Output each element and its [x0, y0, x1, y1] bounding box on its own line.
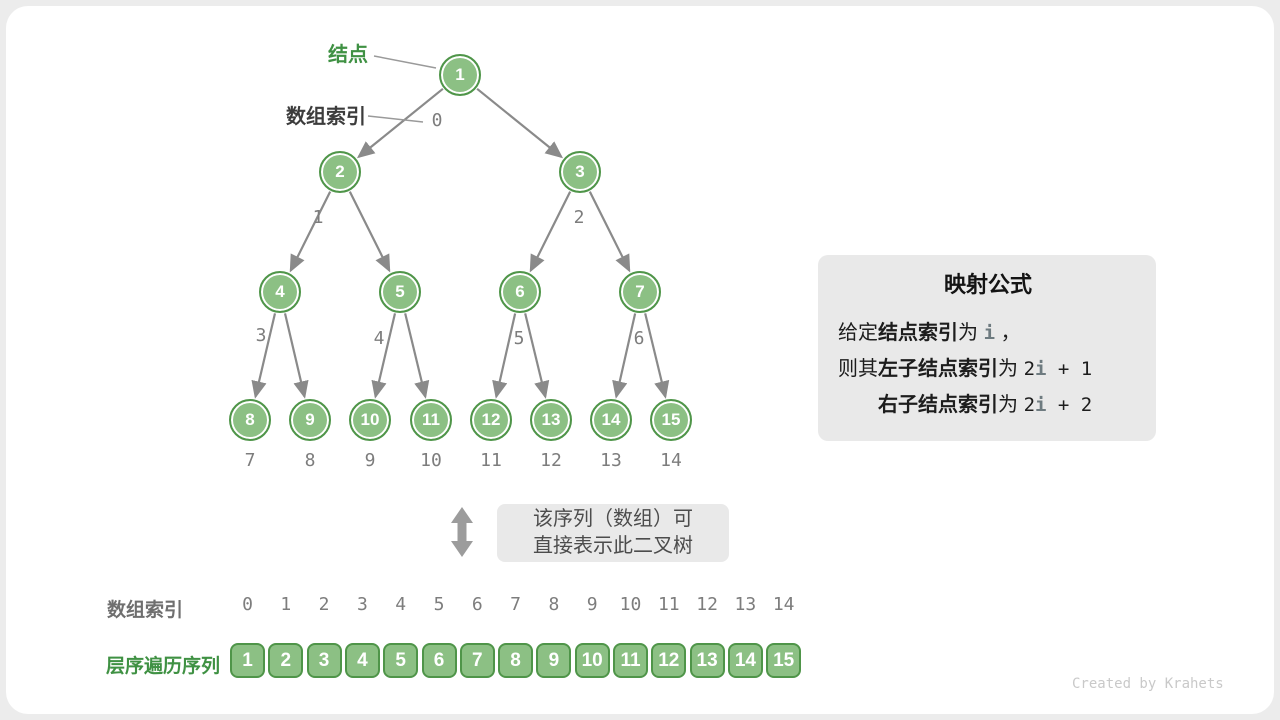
- array-cell-9: 9: [536, 643, 572, 678]
- array-index-8: 8: [548, 594, 560, 615]
- array-index-3: 3: [356, 594, 368, 615]
- array-cell-12: 12: [651, 643, 687, 678]
- tree-edge-7-14: [612, 313, 637, 399]
- note-line-1: 该序列（数组）可: [533, 508, 693, 530]
- array-cell-11: 11: [613, 643, 648, 678]
- array-index-5: 5: [433, 594, 445, 615]
- bottom-array-index-label: 数组索引: [106, 600, 183, 621]
- array-cell-14: 14: [727, 643, 763, 678]
- array-cell-10: 10: [574, 643, 610, 678]
- tree-edge-1-3: [476, 87, 564, 159]
- tree-edge-4-8: [251, 313, 277, 399]
- array-cell-1: 1: [230, 643, 265, 678]
- tree-edge-5-11: [404, 313, 430, 399]
- node-annotation-label: 结点: [328, 44, 368, 66]
- tree-edge-5-10: [371, 313, 397, 399]
- array-index-annotation-label: 数组索引: [286, 106, 366, 128]
- tree-edge-6-12: [492, 313, 517, 399]
- array-cell-5: 5: [383, 643, 419, 678]
- tree-edge-2-4: [289, 191, 332, 273]
- array-index-6: 6: [471, 594, 483, 615]
- array-cell-6: 6: [421, 643, 457, 678]
- array-cell-4: 4: [344, 643, 380, 678]
- tree-edge-4-9: [283, 313, 309, 399]
- array-index-12: 12: [696, 594, 718, 615]
- double-arrow-icon: [451, 507, 473, 557]
- formula-line-3: 右子结点索引为 2i + 2: [878, 394, 1093, 416]
- node-annotation-pointer-line: [373, 55, 437, 69]
- array-index-2: 2: [318, 594, 330, 615]
- array-index-9: 9: [586, 594, 598, 615]
- array-cell-3: 3: [306, 643, 342, 678]
- array-index-14: 14: [772, 594, 795, 615]
- formula-lines: 给定结点索引为 i ， 则其左子结点索引为 2i + 1 右子结点索引为 2i + …: [838, 315, 1138, 423]
- array-index-1: 1: [280, 594, 292, 615]
- array-index-4: 4: [395, 594, 407, 615]
- array-index-0: 0: [242, 594, 253, 615]
- tree-edge-3-6: [529, 191, 572, 273]
- watermark: Created by Krahets: [1072, 676, 1224, 692]
- array-cell-2: 2: [268, 643, 304, 678]
- tree-edge-3-7: [588, 191, 631, 273]
- tree-edge-2-5: [348, 191, 391, 273]
- mapping-formula-box: 映射公式 给定结点索引为 i ， 则其左子结点索引为 2i + 1 右子结点索引为 …: [818, 255, 1156, 441]
- array-cell-8: 8: [498, 643, 534, 678]
- note-line-2: 直接表示此二叉树: [533, 535, 693, 557]
- tree-edge-7-15: [644, 313, 670, 399]
- index-annotation-pointer-line: [367, 115, 424, 123]
- formula-line-1: 给定结点索引为 i ，: [838, 322, 1021, 344]
- tree-edge-1-2: [356, 87, 444, 159]
- array-index-7: 7: [510, 594, 522, 615]
- array-index-13: 13: [734, 594, 757, 615]
- note-box: 该序列（数组）可 直接表示此二叉树: [497, 504, 729, 562]
- tree-edge-6-13: [524, 313, 550, 399]
- formula-title: 映射公式: [943, 272, 1032, 297]
- array-index-11: 11: [657, 594, 680, 615]
- formula-line-2: 则其左子结点索引为 2i + 1: [838, 358, 1093, 380]
- array-cell-7: 7: [459, 643, 495, 678]
- array-cell-15: 15: [766, 643, 802, 678]
- array-cell-13: 13: [689, 643, 725, 678]
- array-index-10: 10: [619, 594, 642, 615]
- level-order-sequence-label: 层序遍历序列: [105, 656, 220, 677]
